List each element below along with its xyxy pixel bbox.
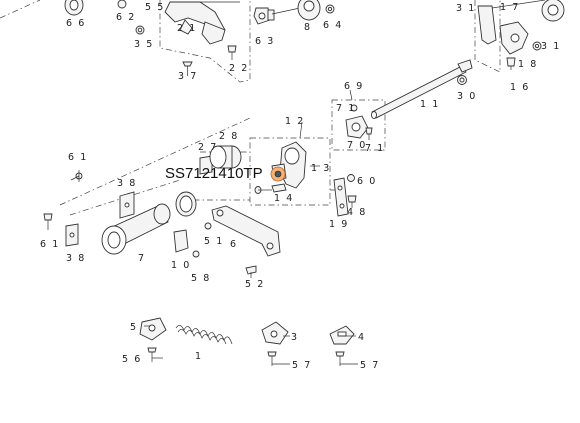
sleeve-7-assembly bbox=[43, 170, 212, 258]
callout-8: 8 bbox=[304, 22, 312, 33]
callout-62: 6 2 bbox=[116, 12, 136, 23]
callout-37: 3 7 bbox=[178, 71, 198, 82]
callout-21: 2 1 bbox=[177, 23, 197, 34]
callout-56: 5 6 bbox=[122, 354, 142, 365]
callout-60: 6 0 bbox=[357, 176, 377, 187]
link-6 bbox=[211, 205, 281, 278]
callout-31-right: 3 1 bbox=[541, 41, 561, 52]
callout-10: 1 0 bbox=[171, 260, 191, 271]
callout-labels: 6 6 6 2 5 5 3 5 2 1 3 7 2 2 6 3 8 6 4 3 … bbox=[40, 2, 561, 371]
callout-69: 6 9 bbox=[344, 81, 364, 92]
callout-55: 5 5 bbox=[145, 2, 165, 13]
callout-64: 6 4 bbox=[323, 20, 343, 31]
top-left-assembly bbox=[64, 0, 335, 76]
callout-17: 1 7 bbox=[500, 2, 520, 13]
callout-61-bottom: 6 1 bbox=[40, 239, 60, 250]
callout-63: 6 3 bbox=[255, 36, 275, 47]
crank-13-assembly bbox=[175, 141, 307, 217]
callout-57-center: 5 7 bbox=[292, 360, 312, 371]
callout-57-right: 5 7 bbox=[360, 360, 380, 371]
top-right-assembly bbox=[457, 0, 565, 85]
callout-27: 2 7 bbox=[198, 142, 218, 153]
callout-4: 4 bbox=[358, 332, 366, 343]
callout-14: 1 4 bbox=[274, 193, 294, 204]
callout-11: 1 1 bbox=[420, 99, 440, 110]
callout-61-top: 6 1 bbox=[68, 152, 88, 163]
callout-12: 1 2 bbox=[285, 116, 305, 127]
leader-lines bbox=[70, 89, 358, 365]
shaft-11 bbox=[371, 59, 473, 119]
callout-16: 1 6 bbox=[510, 82, 530, 93]
callout-51: 5 1 bbox=[204, 236, 224, 247]
callout-71-upper: 7 1 bbox=[336, 103, 356, 114]
callout-71-lower: 7 1 bbox=[365, 143, 385, 154]
callout-30: 3 0 bbox=[457, 91, 477, 102]
callout-19: 1 9 bbox=[329, 219, 349, 230]
callout-13: 1 3 bbox=[311, 163, 331, 174]
callout-22: 2 2 bbox=[229, 63, 249, 74]
callout-52: 5 2 bbox=[245, 279, 265, 290]
callout-1: 1 bbox=[195, 351, 203, 362]
callout-6: 6 bbox=[230, 239, 238, 250]
callout-35: 3 5 bbox=[134, 39, 154, 50]
lever-19 bbox=[333, 174, 357, 217]
callout-38-bottom: 3 8 bbox=[66, 253, 86, 264]
callout-3: 3 bbox=[291, 332, 299, 343]
callout-66: 6 6 bbox=[66, 18, 86, 29]
callout-5: 5 bbox=[130, 322, 138, 333]
callout-48: 4 8 bbox=[347, 207, 367, 218]
callout-70: 7 0 bbox=[347, 140, 367, 151]
callout-58: 5 8 bbox=[191, 273, 211, 284]
callout-7: 7 bbox=[138, 253, 146, 264]
callout-28: 2 8 bbox=[219, 131, 239, 142]
callout-18: 1 8 bbox=[518, 59, 538, 70]
highlighted-part-number[interactable]: SS7121410TP bbox=[165, 165, 263, 182]
bottom-row bbox=[139, 317, 355, 366]
collar-69-assembly bbox=[345, 104, 373, 140]
callout-38-top: 3 8 bbox=[117, 178, 137, 189]
callout-31-top: 3 1 bbox=[456, 3, 476, 14]
